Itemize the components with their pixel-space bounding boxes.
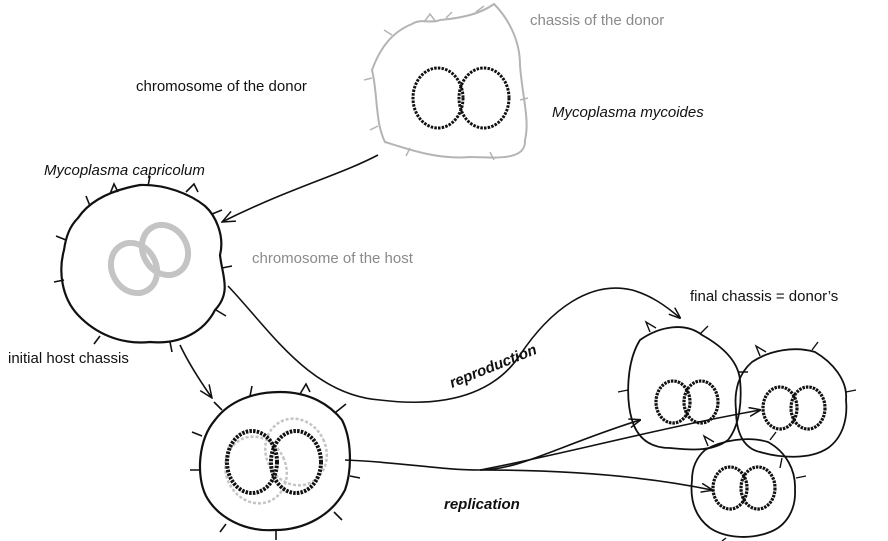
host-species-label: Mycoplasma capricolum [44, 162, 205, 179]
host-chromosome-label: chromosome of the host [252, 250, 414, 267]
transplanted-cell [190, 384, 360, 540]
host-to-transplanted-arrow [180, 345, 212, 398]
donor-cell-spike [364, 6, 528, 160]
daughter-chromosome [763, 387, 825, 429]
host-cell [54, 176, 232, 352]
final-chassis-label: final chassis = donor’s [690, 288, 838, 305]
daughter-cell-outline [692, 439, 796, 537]
daughter-chromosome [713, 467, 775, 509]
host-chromosome [102, 216, 197, 301]
initial-host-chassis-label: initial host chassis [8, 350, 129, 367]
donor-chromosome-label: chromosome of the donor [136, 78, 307, 95]
replication-arrow [480, 410, 760, 470]
donor-cell [364, 4, 528, 160]
replication-label: replication [444, 496, 520, 513]
donor-species-label: Mycoplasma mycoides [552, 104, 704, 121]
donor-chassis-label: chassis of the donor [530, 12, 664, 29]
daughter-cell-3 [692, 432, 806, 541]
reproduction-label: reproduction [447, 341, 539, 391]
daughter-cell-1 [618, 322, 748, 450]
transplant-arrow [222, 155, 378, 222]
host-cell-outline [61, 185, 224, 343]
daughter-cell-2 [736, 342, 856, 468]
daughter-chromosome [656, 381, 718, 423]
replication-arrow [480, 470, 712, 490]
donor-chromosome [413, 68, 509, 128]
host-cell-spike [54, 176, 232, 352]
transplanted-chromosome [227, 431, 321, 493]
